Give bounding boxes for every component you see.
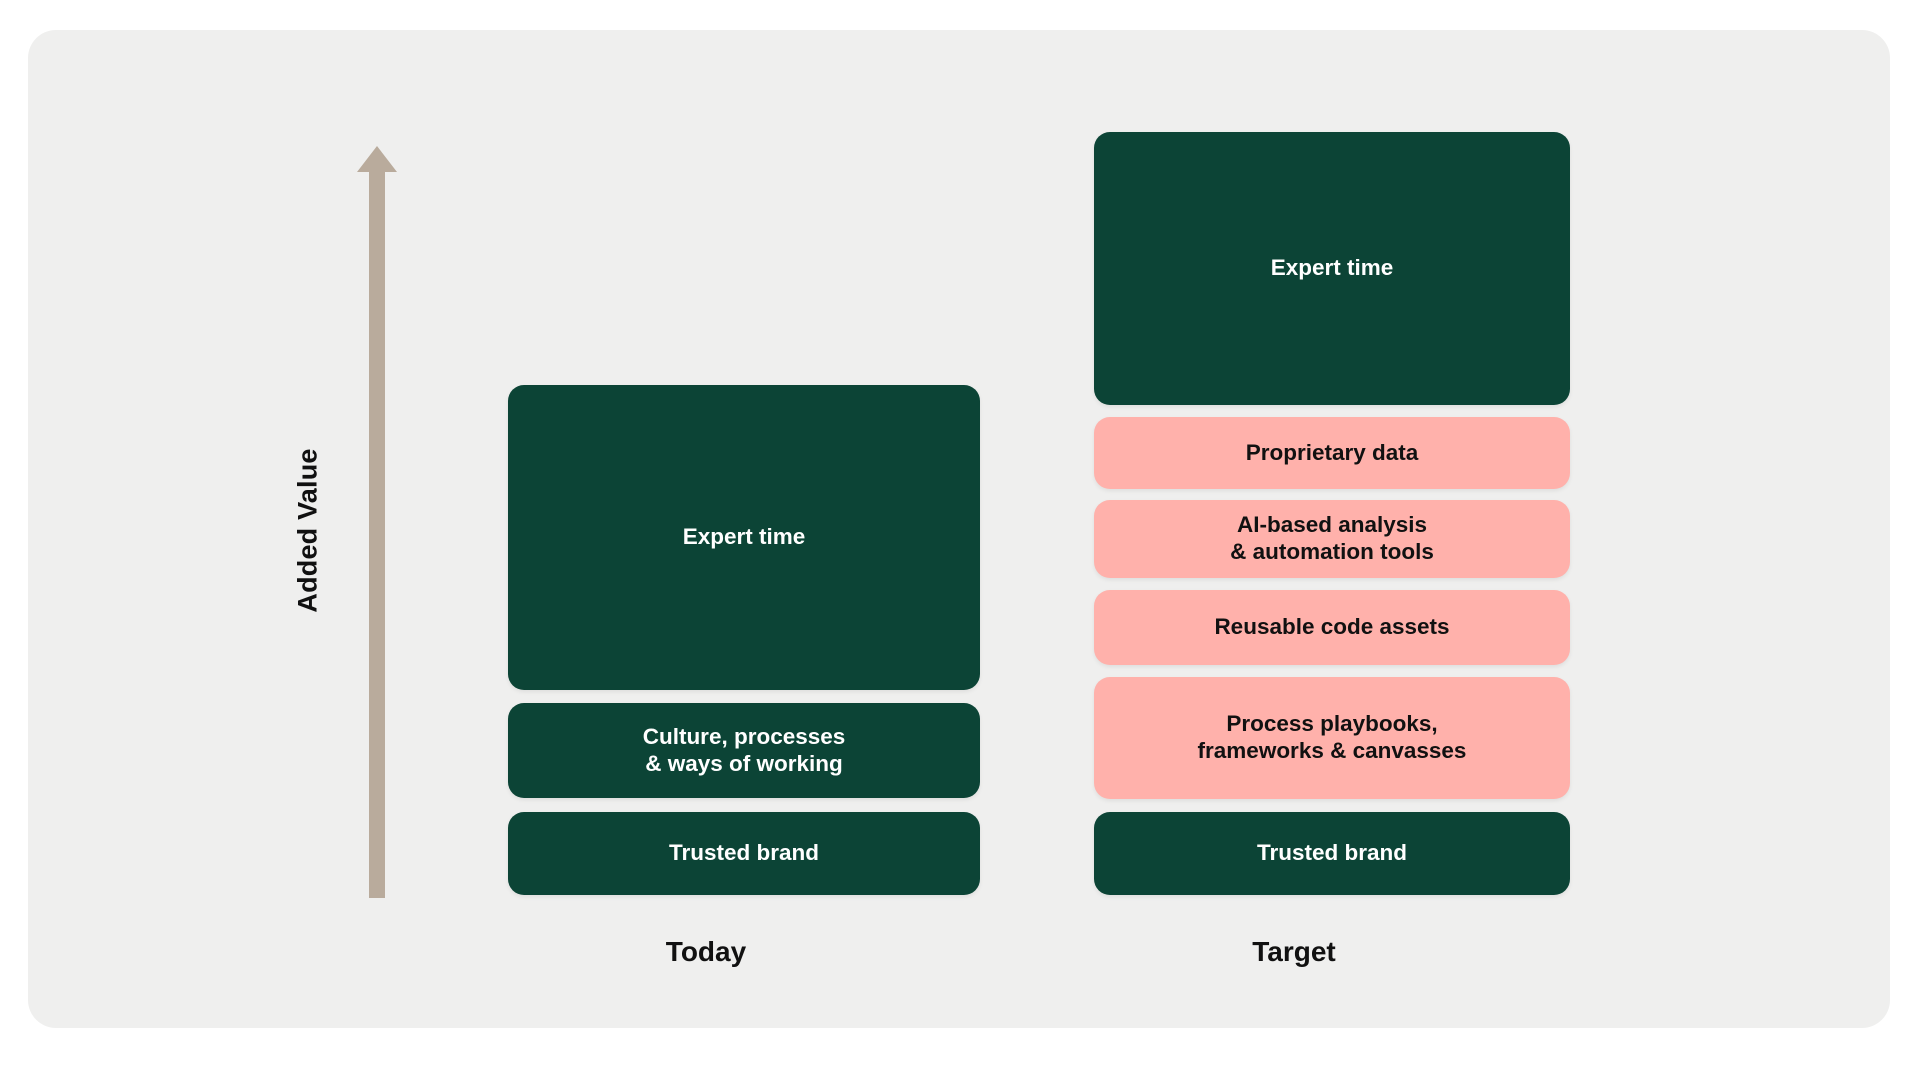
target-block-trusted-brand-label: Trusted brand	[1256, 840, 1408, 866]
today-block-trusted-brand-label: Trusted brand	[668, 840, 820, 866]
today-block-trusted-brand[interactable]: Trusted brand	[508, 812, 980, 895]
target-block-expert-time-label: Expert time	[1270, 255, 1394, 281]
today-block-culture-processes[interactable]: Culture, processes & ways of working	[508, 703, 980, 798]
target-block-proprietary-data[interactable]: Proprietary data	[1094, 417, 1570, 489]
today-block-expert-time-label: Expert time	[682, 524, 806, 550]
target-block-ai-based-analysis-label: AI-based analysis & automation tools	[1230, 512, 1434, 564]
axis-label-added-value: Added Value	[248, 390, 368, 670]
added-value-arrow-icon	[357, 146, 397, 898]
caption-today: Today	[665, 936, 747, 967]
target-block-ai-based-analysis[interactable]: AI-based analysis & automation tools	[1094, 500, 1570, 578]
today-block-culture-processes-label: Culture, processes & ways of working	[642, 723, 846, 776]
target-block-expert-time[interactable]: Expert time	[1094, 132, 1570, 405]
caption-target: Target	[1252, 936, 1336, 967]
target-block-trusted-brand[interactable]: Trusted brand	[1094, 812, 1570, 895]
target-block-process-playbooks[interactable]: Process playbooks, frameworks & canvasse…	[1094, 677, 1570, 799]
column-today: Expert time Culture, processes & ways of…	[508, 0, 980, 1080]
target-block-reusable-code-assets[interactable]: Reusable code assets	[1094, 590, 1570, 665]
today-block-expert-time[interactable]: Expert time	[508, 385, 980, 690]
target-block-reusable-code-assets-label: Reusable code assets	[1214, 614, 1450, 640]
column-target: Expert time Proprietary data AI-based an…	[1094, 0, 1570, 1080]
axis-label-text: Added Value	[292, 447, 323, 613]
target-block-process-playbooks-label: Process playbooks, frameworks & canvasse…	[1197, 711, 1467, 763]
target-block-proprietary-data-label: Proprietary data	[1245, 439, 1419, 465]
